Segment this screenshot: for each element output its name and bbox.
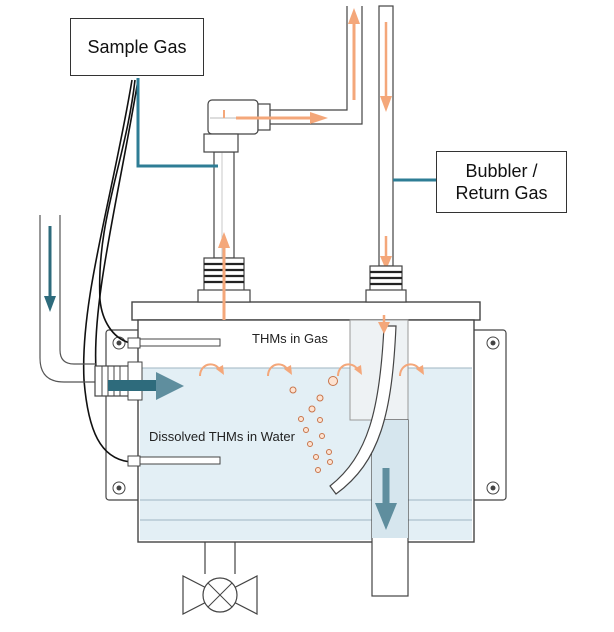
thms-in-gas-label: THMs in Gas: [252, 331, 328, 346]
bubbler-tube: [329, 315, 397, 495]
gas-return-pipe: [270, 6, 363, 125]
sample-gas-label: Sample Gas: [87, 37, 187, 57]
gas-flow-arrows: [218, 110, 328, 320]
swirl-arrowheads: [216, 365, 424, 375]
sample-gas-label-box: Sample Gas: [70, 18, 204, 76]
water-inlet-pipe: [39, 215, 96, 383]
bubbler-return-gas-label-box: Bubbler / Return Gas: [436, 151, 567, 213]
water-volume: [140, 368, 472, 540]
elbow-fitting: [203, 99, 271, 153]
bubbler-label-line2: Return Gas: [455, 183, 548, 203]
bubbler-fitting: [365, 265, 407, 303]
drain-pipe: [204, 542, 236, 574]
sample-gas-line: [136, 78, 218, 168]
right-mount-bracket: [469, 329, 507, 501]
dissolved-thms-label: Dissolved THMs in Water: [149, 429, 295, 444]
bubbler-label-line1: Bubbler /: [465, 161, 538, 181]
gas-bubbles: [289, 376, 338, 473]
water-inflow-arrow: [108, 372, 184, 400]
bubbler-return-pipe: [378, 5, 394, 270]
drain-valve: [182, 575, 258, 615]
left-mount-bracket: [105, 329, 143, 501]
